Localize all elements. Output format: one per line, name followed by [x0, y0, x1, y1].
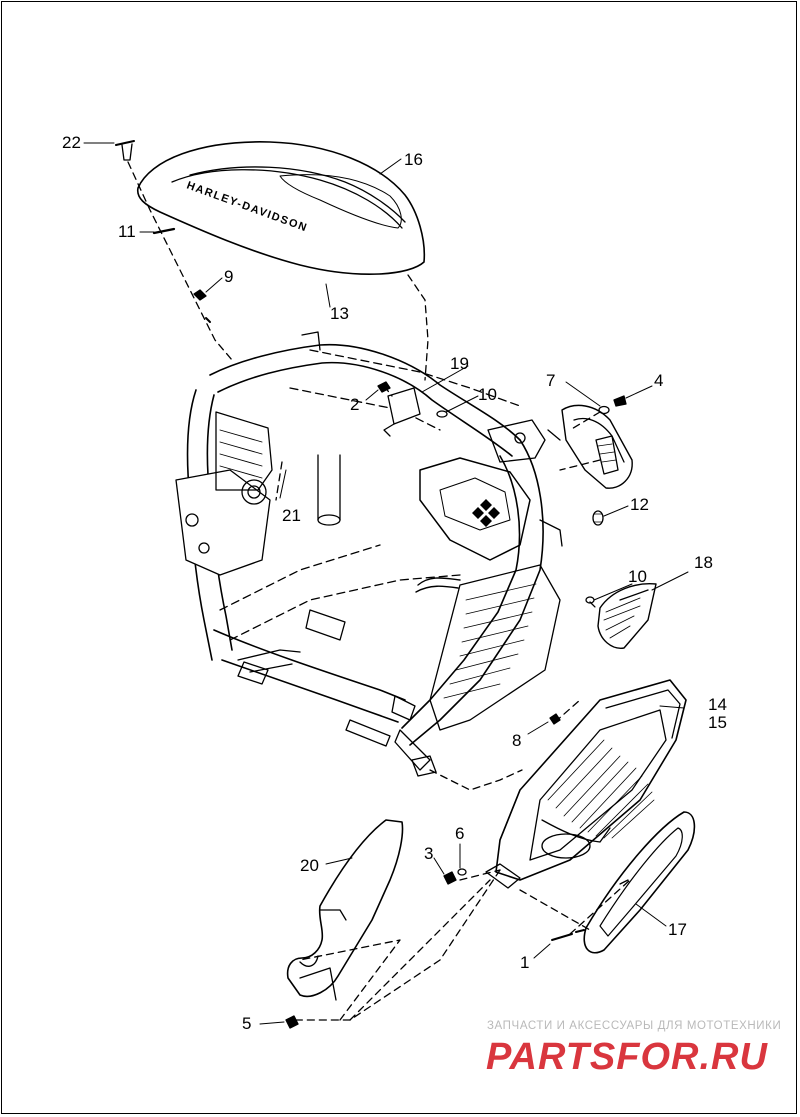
trim-ring-17 — [583, 811, 696, 954]
callout-14: 14 — [708, 695, 727, 714]
callout-4: 4 — [654, 371, 664, 390]
callout-6: 6 — [455, 824, 465, 843]
fastener-22 — [115, 140, 135, 161]
callout-7: 7 — [546, 371, 556, 390]
callout-20: 20 — [300, 856, 319, 875]
callout-21: 21 — [282, 506, 301, 525]
callout-10-lower: 10 — [628, 567, 647, 586]
washer-7 — [598, 405, 610, 415]
callout-leaders — [83, 142, 689, 1025]
callout-5: 5 — [242, 1014, 252, 1033]
callout-16: 16 — [404, 150, 423, 169]
callout-8: 8 — [512, 731, 522, 750]
leader-dash-right — [407, 274, 429, 381]
screw-1 — [551, 929, 585, 941]
callout-17: 17 — [668, 920, 687, 939]
tank-console-cover: HARLEY-DAVIDSON — [136, 141, 426, 276]
callout-19: 19 — [450, 354, 469, 373]
watermark-logo-text: PARTSFOR.RU — [486, 1036, 768, 1076]
washer-10-upper — [436, 410, 448, 418]
callout-9: 9 — [224, 267, 234, 286]
callout-10-upper: 10 — [478, 385, 497, 404]
grommet-12 — [592, 510, 604, 526]
frame-assembly — [175, 331, 563, 777]
callout-18: 18 — [694, 553, 713, 572]
watermark-caption: ЗАПЧАСТИ И АКСЕССУАРЫ ДЛЯ МОТОТЕХНИКИ — [487, 1020, 782, 1032]
lower-cover-20 — [286, 819, 404, 1001]
washer-6 — [457, 868, 467, 876]
callout-11: 11 — [118, 222, 136, 241]
callout-15: 15 — [708, 713, 727, 732]
nut-5 — [285, 1015, 299, 1029]
callout-13: 13 — [330, 304, 349, 323]
callout-2: 2 — [350, 395, 360, 414]
screw-3 — [443, 871, 457, 885]
callout-3: 3 — [424, 844, 434, 863]
screw-8 — [549, 713, 561, 725]
bracket-19 — [383, 387, 421, 437]
assembly-leaders-lower — [275, 385, 631, 1021]
side-cover-upper-right — [561, 404, 633, 489]
front-grille-14-15 — [485, 679, 687, 889]
screw-4 — [613, 395, 627, 407]
callout-1: 1 — [520, 953, 530, 972]
callout-12: 12 — [630, 495, 649, 514]
fastener-11 — [152, 227, 176, 235]
watermark-logo: PARTSFOR.RU — [486, 1036, 768, 1076]
cover-18 — [597, 583, 657, 649]
fastener-9 — [193, 289, 211, 323]
callout-22: 22 — [62, 133, 81, 152]
leader-dash-left — [127, 161, 233, 361]
